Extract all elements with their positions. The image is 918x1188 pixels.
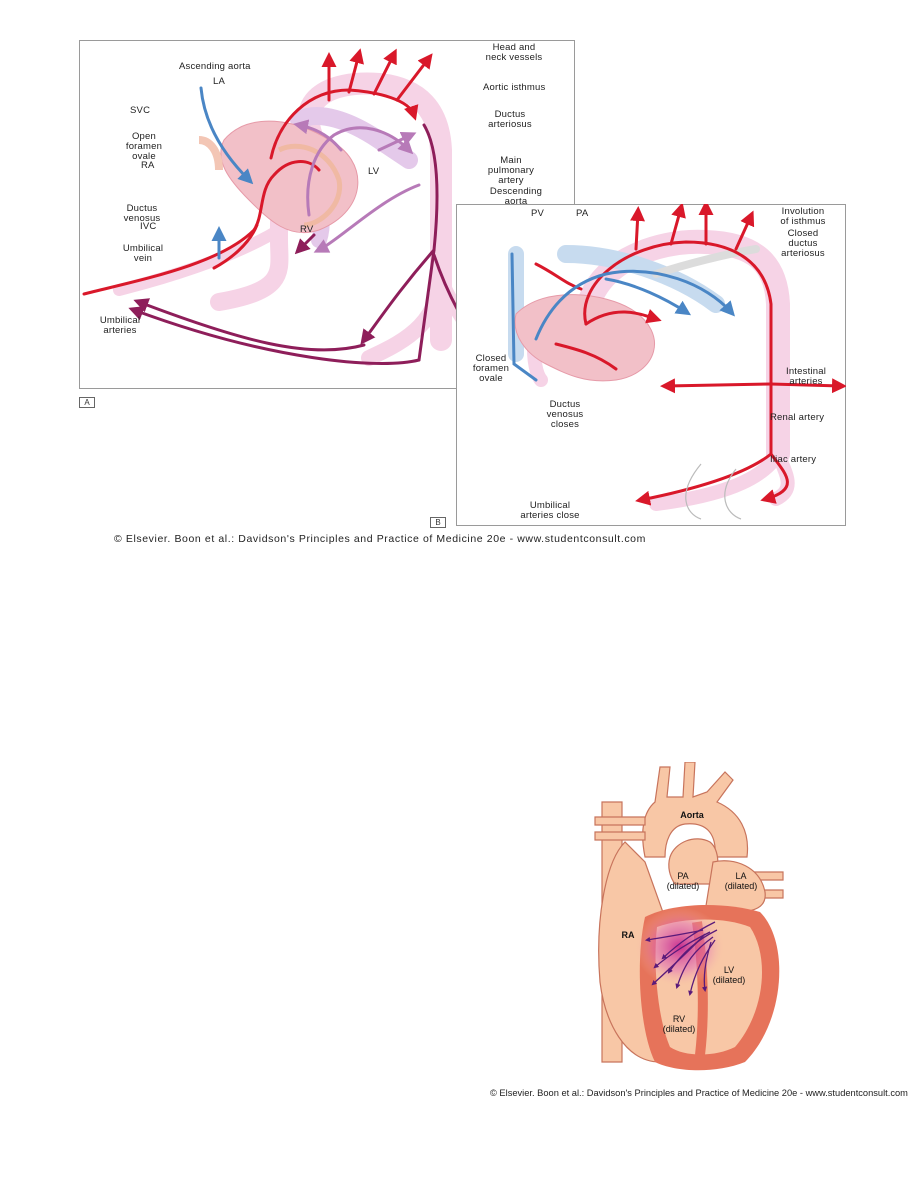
label-iliac-artery: Iliac artery [770, 454, 817, 465]
label-descending-aorta: Descending aorta [489, 186, 543, 207]
label-head-neck-vessels: Head and neck vessels [485, 42, 543, 63]
panel-a-tag: A [79, 397, 95, 408]
label-umbilical-arteries-close: Umbilical arteries close [520, 500, 580, 521]
closed-umbilical-lines [685, 463, 742, 520]
label-umbilical-vein: Umbilical vein [122, 243, 164, 264]
vsd-shunt-flow [635, 907, 725, 997]
credit-bottom: © Elsevier. Boon et al.: Davidson's Prin… [490, 1088, 908, 1098]
label-involution-of-isthmus: Involution of isthmus [780, 206, 826, 227]
label-ivc: IVC [140, 221, 157, 232]
postnatal-circulation-diagram [508, 204, 846, 520]
label-rv-fetal: RV [300, 224, 314, 235]
postnatal-deoxygenated-flow [510, 252, 735, 382]
fetal-oxygenated-flow [82, 48, 433, 296]
vsd-label-pa: PA (dilated) [666, 871, 700, 891]
label-aortic-isthmus: Aortic isthmus [483, 82, 546, 93]
vsd-label-ra: RA [621, 930, 635, 940]
label-ductus-venosus: Ductus venosus [123, 203, 161, 224]
fetal-pulmonary-flow [293, 119, 421, 253]
panel-b-tag: B [430, 517, 446, 528]
label-pa-postnatal: PA [576, 208, 589, 219]
label-intestinal-arteries: Intestinal arteries [785, 366, 827, 387]
vsd-label-rv: RV (dilated) [662, 1014, 696, 1034]
vsd-heart-diagram [594, 762, 784, 1071]
vsd-label-lv: LV (dilated) [712, 965, 746, 985]
label-ra-fetal: RA [141, 160, 155, 171]
label-open-foramen-ovale: Open foramen ovale [125, 131, 163, 162]
label-lv-fetal: LV [368, 166, 380, 177]
vsd-label-la: LA (dilated) [724, 871, 758, 891]
vsd-label-aorta: Aorta [680, 810, 704, 820]
label-ductus-arteriosus: Ductus arteriosus [488, 109, 532, 130]
label-pv: PV [531, 208, 545, 219]
fetal-heart [198, 120, 359, 234]
label-closed-foramen-ovale: Closed foramen ovale [472, 353, 510, 384]
label-la-fetal: LA [213, 76, 226, 87]
postnatal-vessel-tubes [508, 229, 795, 511]
credit-top: © Elsevier. Boon et al.: Davidson's Prin… [114, 533, 646, 545]
label-svc: SVC [130, 105, 151, 116]
label-ascending-aorta: Ascending aorta [179, 61, 251, 72]
label-umbilical-arteries: Umbilical arteries [99, 315, 141, 336]
fetal-circulation-diagram [82, 48, 496, 366]
label-renal-artery: Renal artery [770, 412, 825, 423]
label-main-pulmonary-artery: Main pulmonary artery [487, 155, 535, 186]
fetal-deoxygenated-flow [199, 86, 254, 260]
label-closed-ductus-arteriosus: Closed ductus arteriosus [781, 228, 825, 259]
fetal-mixed-flow [128, 123, 483, 365]
label-ductus-venosus-closes: Ductus venosus closes [546, 399, 584, 430]
